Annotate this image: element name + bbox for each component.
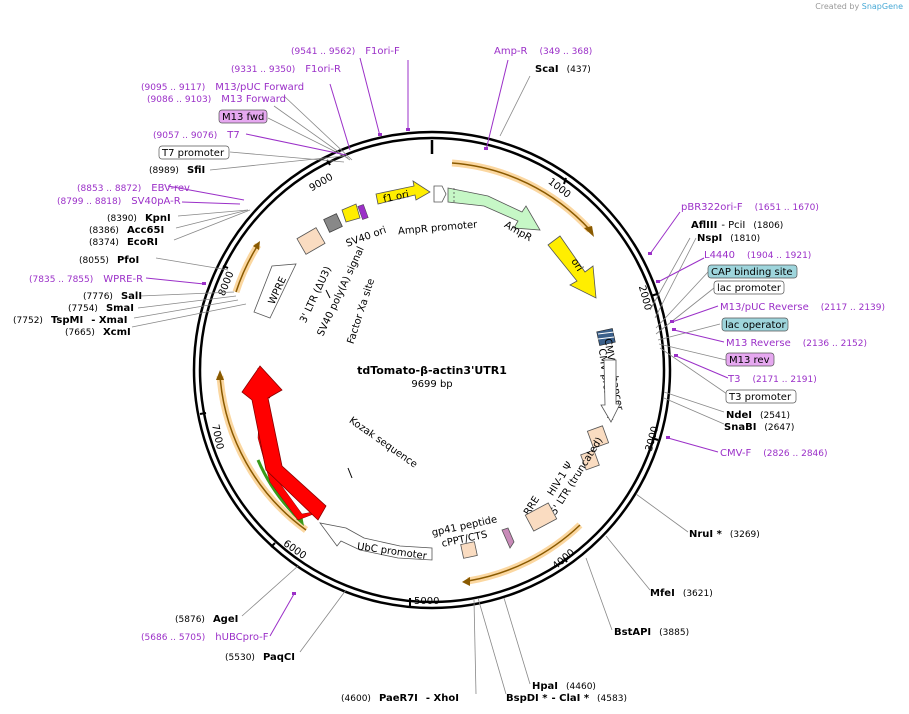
- primer-f1ori-r: (9331 .. 9350)F1ori-R: [231, 64, 341, 75]
- snapgene-credit: Created by SnapGene: [815, 2, 903, 11]
- primer-m13puc-forward: (9095 .. 9117)M13/pUC Forward: [141, 82, 304, 93]
- tick-9000: 9000: [308, 172, 336, 194]
- factorxa-feature: [357, 204, 369, 220]
- factorxa-label: Factor Xa site: [346, 277, 377, 345]
- primer-m13-reverse: M13 Reverse(2136 .. 2152): [726, 338, 867, 349]
- ampr-feature: [447, 187, 541, 231]
- site-acc65i: (8386)Acc65I: [89, 225, 164, 236]
- primer-sv40pa-r: (8799 .. 8818)SV40pA-R: [57, 196, 181, 207]
- primer-wpre-r: (7835 .. 7855)WPRE-R: [29, 274, 143, 285]
- ori-feature: [547, 235, 597, 299]
- primer-labels: (9541 .. 9562)F1ori-F (9331 .. 9350)F1or…: [29, 46, 885, 643]
- primer-f1ori-f: (9541 .. 9562)F1ori-F: [291, 46, 400, 57]
- sv40ori-label: SV40 ori: [345, 225, 388, 250]
- lac-operator-box: lac operator: [725, 320, 786, 331]
- gp41-feature: [460, 541, 478, 559]
- plasmid-name: tdTomato-β-actin3'UTR1: [357, 364, 507, 377]
- site-xcmi: (7665)XcmI: [65, 327, 131, 338]
- site-labels: ScaI(437) AflIII- PciI(1806) NspI(1810) …: [13, 64, 794, 704]
- primer-amp-r: Amp-R(349 .. 368): [494, 46, 592, 57]
- site-pfoi: (8055)PfoI: [79, 255, 139, 266]
- site-paqci: (5530)PaqCI: [225, 652, 295, 663]
- f1ori-label: f1 ori: [382, 189, 410, 205]
- primer-lines: [145, 57, 729, 637]
- primer-ebv-rev: (8853 .. 8872)EBV-rev: [77, 183, 190, 194]
- hiv-psi-feature: [586, 425, 610, 449]
- site-kpni: (8390)KpnI: [107, 213, 171, 224]
- primer-pbr322ori-f: pBR322ori-F(1651 .. 1670): [681, 202, 819, 213]
- site-hpai: HpaI(4460): [532, 681, 596, 692]
- site-afliii: AflIII- PciI(1806): [691, 220, 783, 231]
- site-sali: (7776)SalI: [83, 291, 142, 302]
- orf-arrowhead-4: [253, 241, 260, 250]
- cmv-promoter-feature: [600, 359, 621, 423]
- orf-arrowhead-1: [584, 226, 594, 237]
- boxed-labels: M13 fwd T7 promoter CAP binding site lac…: [158, 109, 798, 404]
- orf-arrowhead-3: [216, 370, 224, 380]
- wpre-feature: [253, 263, 297, 319]
- site-tspmi: (7752)TspMI- XmaI: [13, 315, 127, 326]
- tick-5000: 5000: [414, 596, 439, 607]
- ampr-promoter-feature: [433, 185, 447, 203]
- sv40pa-feature: [323, 213, 343, 233]
- rre-feature: [524, 502, 558, 532]
- site-mfei: MfeI(3621): [650, 588, 713, 599]
- backbone-inner: [198, 136, 666, 604]
- site-ndei: NdeI(2541): [726, 410, 790, 421]
- ampr-promoter-label: AmpR promoter: [398, 219, 479, 237]
- primer-m13-forward: (9086 .. 9103)M13 Forward: [147, 94, 286, 105]
- primer-hubcpro-f: (5686 .. 5705)hUBCpro-F: [141, 632, 269, 643]
- ltr5-feature: [580, 449, 600, 471]
- primer-t3: T3(2171 .. 2191): [727, 374, 817, 385]
- cppt-feature: [501, 527, 515, 549]
- f1ori-feature: [375, 180, 431, 205]
- cap-binding-site-box: CAP binding site: [711, 267, 793, 278]
- leader-lines: [131, 75, 731, 695]
- m13-fwd-box: M13 fwd: [222, 112, 264, 123]
- site-bspdi: BspDI *- ClaI *(4583): [506, 693, 627, 704]
- site-snabi: SnaBI(2647): [724, 422, 794, 433]
- tick-2000: 2000: [636, 284, 653, 311]
- primer-marks: [202, 128, 678, 595]
- lac-promoter-box: lac promoter: [717, 283, 782, 294]
- plasmid-length: 9699 bp: [411, 379, 452, 390]
- orf-arrowhead-2: [462, 577, 470, 586]
- t3-promoter-box: T3 promoter: [728, 392, 792, 403]
- primer-t7: (9057 .. 9076)T7: [153, 130, 240, 141]
- primer-l4440: L4440(1904 .. 1921): [704, 250, 811, 261]
- site-bstapi: BstAPI(3885): [614, 627, 689, 638]
- primer-m13puc-reverse: M13/pUC Reverse(2117 .. 2139): [720, 302, 885, 313]
- site-ecori: (8374)EcoRI: [89, 237, 158, 248]
- site-agei: (5876)AgeI: [175, 614, 238, 625]
- ubc-promoter-feature: [319, 522, 433, 561]
- t7-promoter-box: T7 promoter: [161, 148, 225, 159]
- kozak-label: Kozak sequence: [347, 415, 419, 470]
- site-scai: ScaI(437): [535, 64, 591, 75]
- m13-rev-box: M13 rev: [729, 355, 770, 366]
- site-nspi: NspI(1810): [697, 233, 760, 244]
- site-smai: (7754)SmaI: [68, 303, 134, 314]
- sv40ori-feature: [341, 203, 361, 223]
- primer-cmv-f: CMV-F(2826 .. 2846): [720, 448, 828, 459]
- site-nrui: NruI *(3269): [689, 529, 760, 540]
- tick-7000: 7000: [209, 423, 225, 450]
- site-sfii: (8989)SfiI: [149, 165, 205, 176]
- ltr3-feature: [296, 227, 326, 255]
- backbone-outer: [192, 130, 672, 610]
- site-paer7i: (4600)PaeR7I- XhoI: [341, 693, 459, 704]
- snapgene-logo: SnapGene: [861, 2, 903, 11]
